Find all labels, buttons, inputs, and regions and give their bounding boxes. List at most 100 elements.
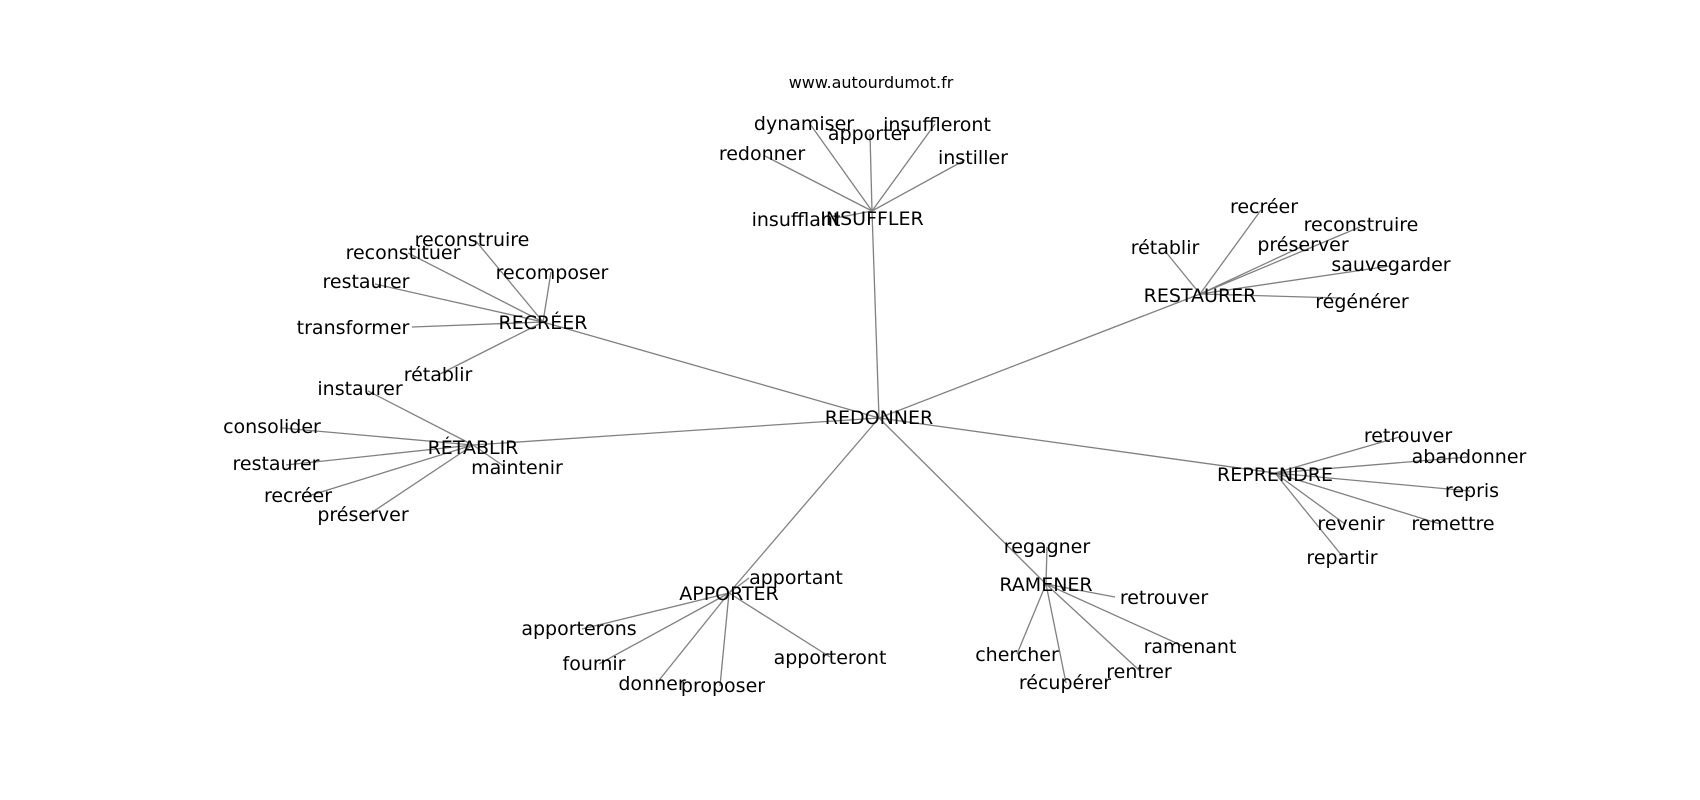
- leaf-node[interactable]: retrouver: [1120, 587, 1209, 609]
- root-edge: [878, 417, 1276, 474]
- leaf-node[interactable]: ramenant: [1144, 636, 1237, 658]
- leaf-edge: [542, 271, 552, 323]
- leaf-node[interactable]: repartir: [1306, 547, 1377, 569]
- leaf-edge: [655, 592, 730, 685]
- root-edge: [542, 321, 880, 419]
- leaf-edge: [581, 592, 730, 630]
- leaf-node[interactable]: apporteront: [774, 647, 887, 669]
- group-insuffler: INSUFFLER insufflant redonner dynamiser …: [719, 113, 1008, 231]
- leaf-node[interactable]: instiller: [938, 147, 1008, 169]
- leaf-node[interactable]: sauvegarder: [1331, 254, 1450, 276]
- group-node[interactable]: REPRENDRE: [1217, 464, 1333, 486]
- root-edge: [871, 210, 880, 419]
- leaf-node[interactable]: restaurer: [322, 271, 409, 293]
- leaf-node[interactable]: recréer: [1230, 196, 1298, 218]
- leaf-edge: [598, 592, 730, 665]
- leaf-node[interactable]: chercher: [975, 644, 1059, 666]
- group-node[interactable]: INSUFFLER: [820, 208, 923, 230]
- leaf-edge: [367, 390, 474, 446]
- leaf-node[interactable]: rétablir: [404, 364, 473, 386]
- leaf-node[interactable]: abandonner: [1412, 446, 1527, 468]
- leaf-edge: [367, 444, 474, 516]
- group-node[interactable]: RESTAURER: [1144, 285, 1257, 307]
- root-node[interactable]: REDONNER: [825, 407, 933, 429]
- leaf-node[interactable]: repris: [1445, 480, 1499, 502]
- leaf-node[interactable]: rentrer: [1106, 661, 1172, 683]
- leaf-edge: [1045, 583, 1067, 684]
- group-ramener: RAMENER regagner retrouver ramenant rent…: [975, 536, 1236, 694]
- leaf-node[interactable]: récupérer: [1019, 672, 1111, 694]
- leaf-node[interactable]: insufflant: [752, 209, 841, 231]
- leaf-edge: [764, 155, 873, 212]
- leaf-edge: [1199, 226, 1361, 295]
- leaf-node[interactable]: apporterons: [521, 618, 636, 640]
- leaf-node[interactable]: rétablir: [1131, 237, 1200, 259]
- leaf-edge: [869, 133, 873, 212]
- leaf-node[interactable]: donner: [618, 673, 685, 695]
- leaf-edge: [1199, 209, 1262, 295]
- root-edge: [728, 417, 880, 594]
- leaf-edge: [1016, 583, 1047, 655]
- leaf-node[interactable]: redonner: [719, 143, 806, 165]
- leaf-node[interactable]: instaurer: [317, 378, 402, 400]
- edges: [281, 123, 1471, 687]
- leaf-node[interactable]: recréer: [264, 485, 332, 507]
- leaf-node[interactable]: apporter: [828, 123, 910, 145]
- leaf-node[interactable]: reconstituer: [346, 242, 461, 264]
- group-apporter: APPORTER apportant apporterons fournir d…: [521, 567, 886, 697]
- root-edge: [878, 417, 1047, 585]
- leaf-node[interactable]: consolider: [223, 416, 321, 438]
- leaf-edge: [472, 444, 506, 468]
- leaf-edge: [1274, 435, 1404, 474]
- group-node[interactable]: RAMENER: [999, 574, 1092, 596]
- leaf-node[interactable]: fournir: [563, 653, 626, 675]
- leaf-edge: [728, 592, 831, 658]
- leaf-edge: [871, 123, 936, 212]
- leaf-edge: [474, 239, 544, 323]
- group-node[interactable]: RECRÉER: [499, 311, 588, 334]
- leaf-edge: [1045, 583, 1116, 598]
- leaf-edge: [728, 577, 750, 594]
- leaf-node[interactable]: régénérer: [1315, 291, 1409, 313]
- leaf-edge: [809, 123, 873, 212]
- leaf-edge: [1045, 583, 1186, 648]
- leaf-node[interactable]: remettre: [1411, 513, 1494, 535]
- leaf-edge: [374, 283, 544, 323]
- leaf-edge: [285, 444, 474, 466]
- leaf-node[interactable]: regagner: [1004, 536, 1091, 558]
- leaf-edge: [1274, 472, 1346, 525]
- leaf-edge: [1274, 456, 1469, 474]
- leaf-node[interactable]: reconstruire: [415, 229, 530, 251]
- leaf-node[interactable]: restaurer: [232, 453, 319, 475]
- site-url[interactable]: www.autourdumot.fr: [789, 73, 954, 92]
- leaf-edge: [1164, 250, 1201, 295]
- leaf-edge: [1199, 245, 1304, 295]
- leaf-node[interactable]: dynamiser: [754, 113, 854, 135]
- leaf-node[interactable]: revenir: [1317, 513, 1384, 535]
- leaf-edge: [407, 252, 544, 323]
- group-retablir: RÉTABLIR instaurer consolider restaurer …: [223, 378, 563, 526]
- leaf-edge: [719, 592, 730, 687]
- leaf-node[interactable]: apportant: [749, 567, 843, 589]
- leaf-edge: [1199, 293, 1341, 299]
- leaf-node[interactable]: proposer: [681, 675, 765, 697]
- leaf-node[interactable]: reconstruire: [1304, 214, 1419, 236]
- root-edge: [878, 293, 1201, 419]
- leaf-node[interactable]: maintenir: [471, 457, 563, 479]
- leaf-edge: [281, 427, 474, 446]
- leaf-edge: [1274, 472, 1441, 525]
- leaf-node[interactable]: insuffleront: [883, 114, 991, 136]
- leaf-edge: [411, 321, 544, 328]
- leaf-node[interactable]: recomposer: [496, 262, 609, 284]
- leaf-node[interactable]: préserver: [317, 504, 408, 526]
- leaf-node[interactable]: transformer: [297, 317, 410, 339]
- group-node[interactable]: RÉTABLIR: [428, 436, 519, 459]
- root-edge: [472, 417, 880, 446]
- leaf-edge: [1199, 265, 1391, 295]
- leaf-node[interactable]: préserver: [1257, 234, 1348, 256]
- leaf-node[interactable]: retrouver: [1364, 425, 1453, 447]
- leaf-edge: [1045, 583, 1141, 672]
- group-node[interactable]: APPORTER: [679, 583, 779, 605]
- group-reprendre: REPRENDRE retrouver abandonner repris re…: [1217, 425, 1526, 569]
